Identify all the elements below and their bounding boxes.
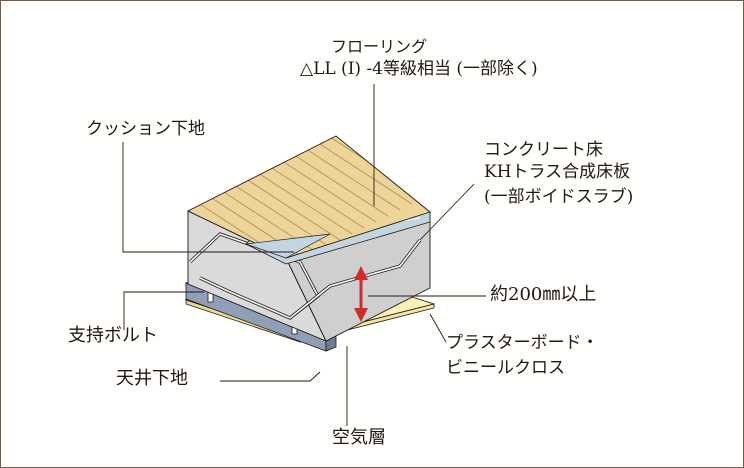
- label-thickness: 約200㎜以上: [490, 284, 597, 305]
- label-support-bolt: 支持ボルト: [68, 325, 158, 346]
- label-air-layer: 空気層: [332, 427, 386, 448]
- label-ceiling-base: 天井下地: [116, 368, 188, 389]
- thickness-arrow: [354, 266, 368, 322]
- label-vinyl-cloth: ビニールクロス: [446, 358, 565, 378]
- label-flooring: フローリング: [331, 37, 428, 56]
- label-flooring-grade: △LL (I) -4等級相当 (一部除く): [300, 59, 538, 79]
- label-concrete-floor: コンクリート床: [484, 140, 603, 160]
- leader-lines: [122, 84, 486, 426]
- label-plasterboard: プラスターボード・: [446, 333, 599, 353]
- label-kh-truss: KHトラス合成床板: [484, 162, 631, 182]
- label-cushion: クッション下地: [86, 119, 205, 139]
- label-void-slab: (一部ボイドスラブ): [484, 187, 634, 207]
